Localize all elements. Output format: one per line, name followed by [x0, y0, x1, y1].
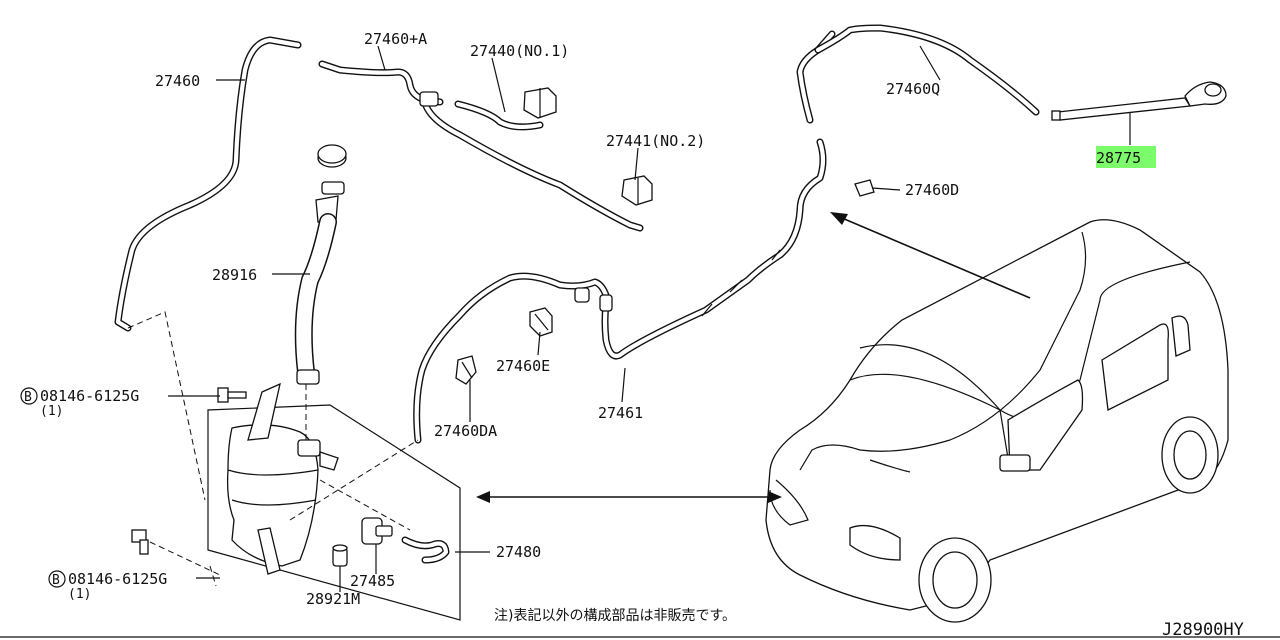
grommet-27485 — [361, 517, 450, 564]
vehicle-outline — [765, 219, 1229, 623]
leader-lines — [168, 45, 1131, 592]
arrow-to-tank — [476, 491, 782, 503]
filler-neck-28916 — [294, 144, 347, 385]
label-27440[interactable]: 27440(NO.1) — [470, 42, 569, 60]
bolt-lower — [131, 529, 149, 555]
nozzle-27440 — [454, 87, 557, 131]
nozzle-27441 — [621, 175, 653, 206]
bolt-upper — [217, 387, 247, 403]
bolt-qty-lower: (1) — [68, 587, 91, 602]
bolt-label-upper[interactable]: B 08146-6125G (1) — [20, 387, 139, 419]
clip-27460-e — [529, 307, 553, 337]
bolt-prefix-lower: B — [52, 573, 60, 588]
hose-27460 — [114, 36, 302, 332]
rear-nozzle-28775 — [1051, 81, 1227, 121]
label-27460-a[interactable]: 27460+A — [364, 30, 427, 48]
label-28921m[interactable]: 28921M — [306, 590, 360, 608]
bolt-code-upper: 08146-6125G — [40, 387, 139, 405]
bolt-label-lower[interactable]: B 08146-6125G (1) — [48, 570, 167, 602]
clip-27460-da — [455, 355, 477, 385]
bolt-code-lower: 08146-6125G — [68, 570, 167, 588]
label-27460[interactable]: 27460 — [155, 72, 200, 90]
label-27460-q[interactable]: 27460Q — [886, 80, 940, 98]
part-28775-highlight — [1096, 146, 1156, 168]
label-27461[interactable]: 27461 — [598, 404, 643, 422]
reservoir-tank-27480 — [207, 382, 461, 621]
pump-28921m — [332, 544, 348, 567]
hose-27460-a — [318, 60, 644, 232]
hose-27460-d — [601, 138, 875, 360]
label-27460-e[interactable]: 27460E — [496, 357, 550, 375]
diagram-code: J28900HY — [1162, 620, 1244, 640]
label-28916[interactable]: 28916 — [212, 266, 257, 284]
label-27441[interactable]: 27441(NO.2) — [606, 132, 705, 150]
label-27460-d[interactable]: 27460D — [905, 181, 959, 199]
label-27480[interactable]: 27480 — [496, 543, 541, 561]
label-27485[interactable]: 27485 — [350, 572, 395, 590]
hose-27460-q — [796, 24, 1040, 124]
assembly-guide-lines — [127, 311, 419, 587]
label-27460-da[interactable]: 27460DA — [434, 422, 497, 440]
bolt-qty-upper: (1) — [40, 404, 63, 419]
arrow-to-rear — [830, 212, 1031, 299]
hose-27461 — [413, 272, 613, 444]
label-28775[interactable]: 28775 — [1096, 149, 1141, 167]
footer-note: 注)表記以外の構成部品は非販売です。 — [494, 607, 736, 624]
bolt-prefix-upper: B — [24, 390, 32, 405]
